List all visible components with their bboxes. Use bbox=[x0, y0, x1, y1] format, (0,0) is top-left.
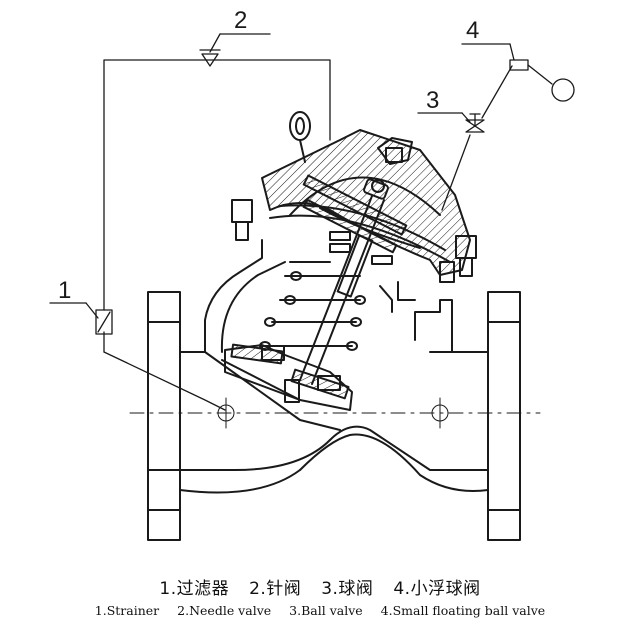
return-spring bbox=[259, 261, 366, 351]
valve-disc-assembly bbox=[224, 343, 353, 411]
needle-valve-symbol bbox=[199, 49, 221, 67]
legend-en-item-1: 1.Strainer bbox=[94, 603, 160, 618]
valve-body bbox=[179, 239, 489, 494]
legend-zh-item-3: 3.球阀 bbox=[321, 579, 374, 599]
legend-en-item-4: 4.Small floating ball valve bbox=[380, 603, 546, 618]
float-ball-valve-symbol bbox=[509, 59, 575, 102]
valve-cross-section-diagram: 1 2 3 4 bbox=[49, 7, 575, 541]
legend-en-item-2: 2.Needle valve bbox=[177, 603, 272, 618]
callout-number-2: 2 bbox=[234, 7, 247, 34]
right-flange bbox=[487, 291, 521, 541]
legend-chinese: 1.过滤器 2.针阀 3.球阀 4.小浮球阀 bbox=[0, 574, 640, 599]
callout-number-4: 4 bbox=[466, 17, 479, 44]
legend-zh-item-4: 4.小浮球阀 bbox=[393, 579, 481, 599]
ball-valve-symbol bbox=[465, 113, 485, 133]
legend-en-item-3: 3.Ball valve bbox=[289, 603, 363, 618]
callout-number-1: 1 bbox=[58, 277, 71, 304]
legend-zh-item-1: 1.过滤器 bbox=[159, 579, 230, 599]
diaphragm-chamber bbox=[269, 174, 451, 263]
left-flange bbox=[147, 291, 181, 541]
valve-stem bbox=[299, 178, 393, 385]
pilot-tubing bbox=[103, 59, 513, 411]
pipe-centerline bbox=[129, 397, 541, 429]
callout-number-3: 3 bbox=[426, 87, 439, 114]
legend-english: 1.Strainer 2.Needle valve 3.Ball valve 4… bbox=[0, 603, 640, 618]
bonnet-cover bbox=[231, 111, 477, 283]
callout-leaders bbox=[49, 33, 515, 319]
legend-zh-item-2: 2.针阀 bbox=[249, 579, 302, 599]
strainer-symbol bbox=[95, 309, 113, 335]
